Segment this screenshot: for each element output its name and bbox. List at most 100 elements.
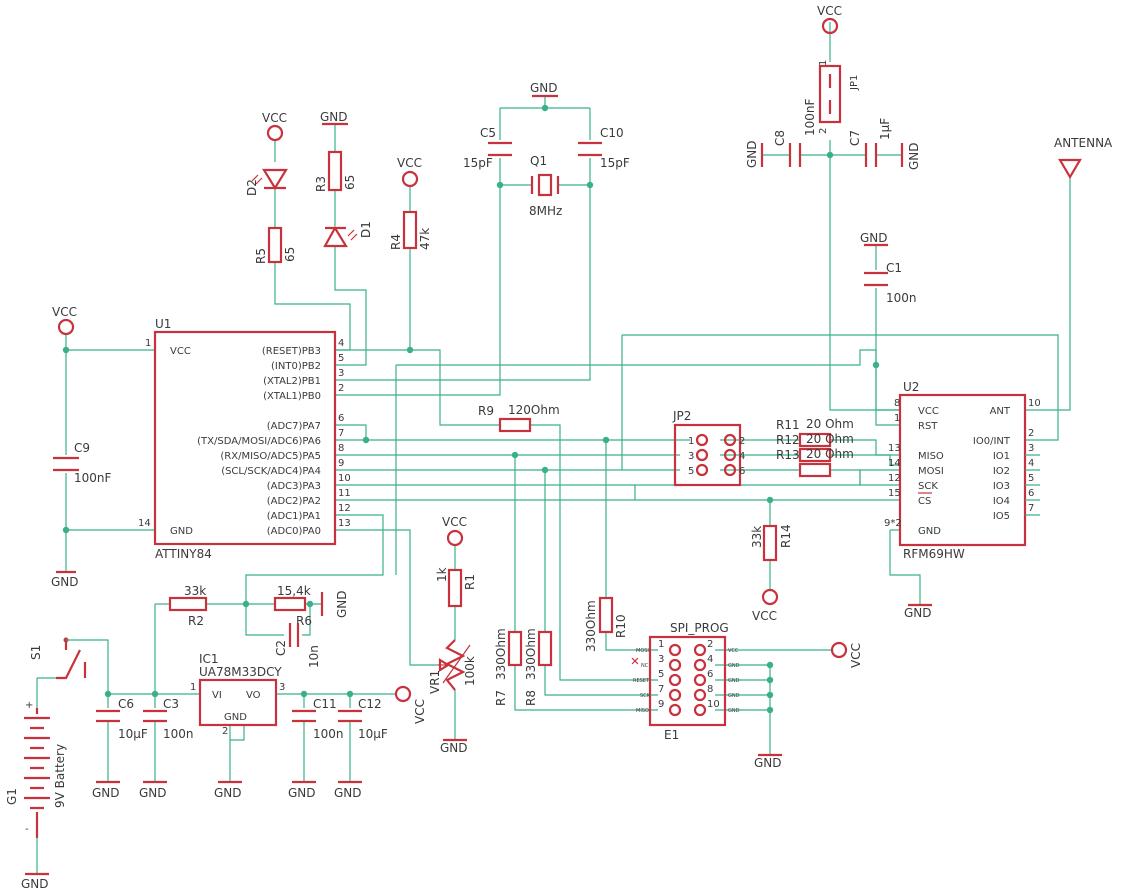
r8-name: R8 (524, 690, 538, 706)
r3-value: 65 (343, 175, 357, 190)
u1-pinnum-1: 1 (145, 338, 151, 349)
u1-pin-pb2: (INT0)PB2 (271, 361, 321, 372)
u2-pin-rst: RST (918, 421, 938, 432)
r9-name: R9 (478, 404, 494, 418)
u1-name: U1 (155, 317, 171, 331)
u1-pin-pb3: (RESET)PB3 (262, 346, 321, 357)
q1-value: 8MHz (529, 204, 562, 218)
gnd-u2-label: GND (904, 606, 932, 620)
jp2-pin-3: 3 (688, 451, 694, 462)
e1-pin-2: 2 (707, 639, 713, 650)
battery-minus: - (25, 824, 29, 835)
capacitors: C9 100nF C5 15pF C10 15pF C8 100nF C7 1µ… (53, 98, 917, 741)
e1-name: E1 (664, 728, 679, 742)
u2-value: RFM69HW (903, 547, 965, 561)
gnd-ic1-label: GND (214, 786, 242, 800)
vcc-d2-symbol (266, 124, 284, 142)
c9-name: C9 (74, 441, 90, 455)
g1-name: G1 (5, 788, 19, 805)
power-symbols: VCC VCC VCC VCC VCC VCC VCC VCC GND GND … (21, 4, 1113, 891)
gnd-c3-label: GND (139, 786, 167, 800)
r2-value: 33k (184, 584, 206, 598)
e1-tiny-nc: NC (641, 663, 649, 669)
c3-value: 100n (163, 727, 194, 741)
gnd-c6-label: GND (92, 786, 120, 800)
u2-pin-gnd: GND (918, 526, 941, 537)
e1-pin-1: 1 (658, 639, 664, 650)
gnd-vr1-label: GND (440, 741, 468, 755)
led-d2: D2 (245, 168, 288, 196)
vcc-r4-label: VCC (397, 156, 422, 170)
c3-name: C3 (163, 697, 179, 711)
gnd-g1-label: GND (21, 877, 49, 891)
u2-pinnum-14: 14 (888, 458, 901, 469)
r7-name: R7 (494, 690, 508, 706)
e1-pin-6: 6 (707, 669, 713, 680)
u1-pin-pa1: (ADC1)PA1 (267, 511, 321, 522)
ic1-gnd: GND (224, 712, 247, 723)
u1-pin-pa4: (SCL/SCK/ADC4)PA4 (221, 466, 321, 477)
u1-pinnum-13: 13 (338, 518, 351, 529)
u1-pinnum-10: 10 (338, 473, 351, 484)
ic1-vo: VO (246, 690, 261, 701)
c7-name: C7 (848, 130, 862, 146)
e1-pin-3: 3 (658, 654, 664, 665)
e1-pin-7: 7 (658, 684, 664, 695)
c11-value: 100n (313, 727, 344, 741)
vcc-jp1-symbol (821, 17, 839, 35)
vcc-e1-label: VCC (849, 643, 863, 668)
e1-spi-header: SPI_PROG E1 1 2 3 4 5 6 7 8 9 10 MOSI NC… (631, 621, 740, 742)
u1-pin-gnd: GND (170, 526, 193, 537)
u2-pin-cs: CS (918, 496, 931, 507)
r8-value: 330Ohm (524, 628, 538, 680)
c2-value: 10n (307, 645, 321, 668)
c6-value: 10µF (118, 727, 148, 741)
e1-pin-10: 10 (707, 699, 720, 710)
jp1-name: JP1 (849, 75, 860, 91)
c9-value: 100nF (74, 471, 112, 485)
jp2-header: JP2 1 2 3 4 5 6 (672, 409, 745, 487)
s1-name: S1 (29, 645, 43, 660)
u2-pinnum-13: 13 (888, 443, 901, 454)
r2-name: R2 (188, 614, 204, 628)
e1-tiny-gnd-6: GND (728, 678, 740, 684)
jp2-name: JP2 (672, 409, 691, 423)
e1-tiny-miso: MISO (636, 708, 649, 714)
u1-pin-vcc: VCC (170, 346, 191, 357)
s1-switch: S1 (29, 637, 87, 680)
vcc-e1-symbol (830, 641, 848, 659)
u1-pinnum-12: 12 (338, 503, 351, 514)
u1-pinnum-6: 6 (338, 413, 344, 424)
r7-value: 330Ohm (494, 628, 508, 680)
c1-value: 100n (886, 291, 917, 305)
g1-value: 9V Battery (53, 744, 67, 808)
d1-name: D1 (359, 221, 373, 238)
gnd-c11-label: GND (288, 786, 316, 800)
r11-name: R11 (776, 418, 800, 432)
c5-name: C5 (480, 126, 496, 140)
r12-value: 20 Ohm (806, 432, 854, 446)
u1-pin-pa2: (ADC2)PA2 (267, 496, 321, 507)
u2-pin-io4: IO4 (993, 496, 1010, 507)
r10-name: R10 (614, 614, 628, 638)
u2-name: U2 (903, 380, 919, 394)
vr1-value: 100k (463, 656, 477, 686)
r6-name: R6 (296, 614, 312, 628)
e1-tiny-sck: SCK (640, 693, 651, 699)
vcc-r4-symbol (401, 170, 419, 188)
c10-name: C10 (600, 126, 624, 140)
u2-pin-sck: SCK (918, 481, 938, 492)
c1-name: C1 (886, 261, 902, 275)
junctions (62, 104, 880, 714)
u1-pinnum-11: 11 (338, 488, 351, 499)
ic1-vi: VI (212, 690, 222, 701)
u2-pin-io0: IO0/INT (973, 436, 1011, 447)
vcc-u1-symbol (57, 318, 75, 336)
c2-name: C2 (274, 640, 288, 656)
gnd-c7-label: GND (907, 142, 921, 170)
u2-pinnum-2: 2 (1028, 428, 1034, 439)
resistors: R5 65 R3 65 R4 47k R9 120Ohm 330Ohm R10 … (168, 150, 854, 706)
c6-name: C6 (118, 697, 134, 711)
r5-name: R5 (254, 248, 268, 264)
jp2-pin-4: 4 (739, 451, 745, 462)
